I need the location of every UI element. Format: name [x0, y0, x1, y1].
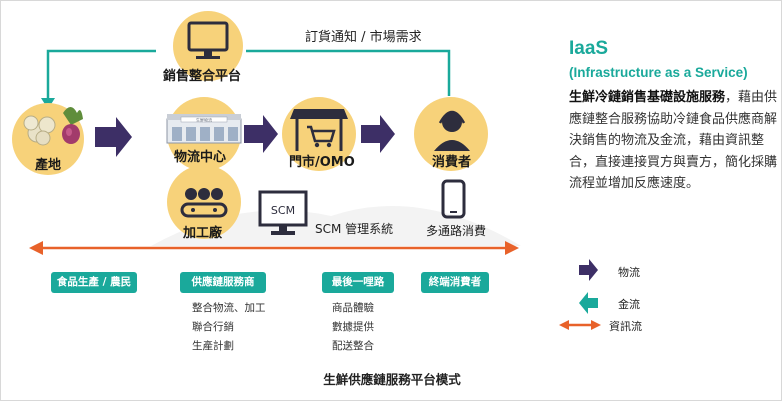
smartphone-icon [441, 179, 466, 219]
legend-cashflow-label: 金流 [618, 298, 640, 311]
processing-plant-label: 加工廠 [183, 226, 223, 241]
legend-logistics-label: 物流 [618, 266, 640, 279]
logistics-arrow-3 [361, 115, 395, 153]
processing-plant-circle [167, 165, 241, 239]
list-item: 配送整合 [332, 340, 374, 352]
consumer-person-icon [434, 110, 470, 151]
logistics-arrow-2 [244, 115, 278, 153]
store-cart-icon [290, 109, 348, 151]
top-flow-label: 訂貨通知 / 市場需求 [305, 30, 422, 45]
stage-tag-producer: 食品生產 / 農民 [51, 272, 137, 293]
list-item: 商品體驗 [332, 302, 374, 314]
list-item: 聯合行銷 [192, 321, 234, 333]
iaas-lead: 生鮮冷鏈銷售基礎設施服務 [569, 90, 726, 105]
logistics-center-label: 物流中心 [174, 150, 227, 165]
legend-logistics-icon [579, 259, 598, 281]
stage-tag-last-mile: 最後一哩路 [322, 272, 394, 293]
consumer-circle [414, 97, 488, 171]
iaas-subtitle: (Infrastructure as a Service) [569, 65, 748, 80]
list-item: 整合物流、加工 [192, 302, 266, 314]
vegetables-icon [23, 107, 83, 146]
cashflow-line-right [246, 49, 451, 96]
diagram-caption: 生鮮供應鏈服務平台模式 [323, 372, 461, 387]
consumer-label: 消費者 [432, 155, 472, 170]
infoflow-arrowhead-right [505, 241, 519, 255]
iaas-description: 生鮮冷鏈銷售基礎設施服務，藉由供應鏈整合服務協助冷鏈食品供應商解決銷售的物流及金… [569, 87, 779, 195]
cashflow-line-left [46, 49, 156, 99]
logistics-arrow-1 [95, 117, 132, 157]
legend-infoflow-label: 資訊流 [609, 320, 642, 333]
legend-infoflow-icon [559, 320, 601, 330]
building-sign-text: 生鮮物流 [196, 117, 212, 123]
monitor-icon [187, 21, 229, 59]
iaas-body: ，藉由供應鏈整合服務協助冷鏈食品供應商解決銷售的物流及金流，藉由資訊整合，直接連… [569, 90, 778, 191]
origin-label: 產地 [35, 158, 62, 173]
scm-screen-text: SCM [271, 204, 295, 217]
sales-platform-label: 銷售整合平台 [163, 69, 242, 84]
scm-monitor-icon: SCM [258, 190, 308, 235]
list-item: 數據提供 [332, 321, 374, 333]
stage-tag-end-consumer: 終端消費者 [421, 272, 489, 293]
warehouse-icon: 生鮮物流 [166, 114, 242, 144]
conveyor-icon [180, 188, 228, 218]
list-item: 生產計劃 [192, 340, 234, 352]
stage-tag-service-provider: 供應鏈服務商 [180, 272, 266, 293]
background-hill [151, 206, 521, 246]
multichannel-label: 多通路消費 [426, 224, 487, 238]
legend-cashflow-icon [579, 292, 598, 314]
last-mile-items: 商品體驗 數據提供 配送整合 [332, 299, 374, 356]
infoflow-arrowhead-left [29, 241, 43, 255]
scm-system-label: SCM 管理系統 [315, 222, 394, 236]
iaas-title: IaaS [569, 38, 609, 59]
service-provider-items: 整合物流、加工 聯合行銷 生產計劃 [192, 299, 266, 356]
store-omo-label: 門市/OMO [289, 155, 355, 170]
